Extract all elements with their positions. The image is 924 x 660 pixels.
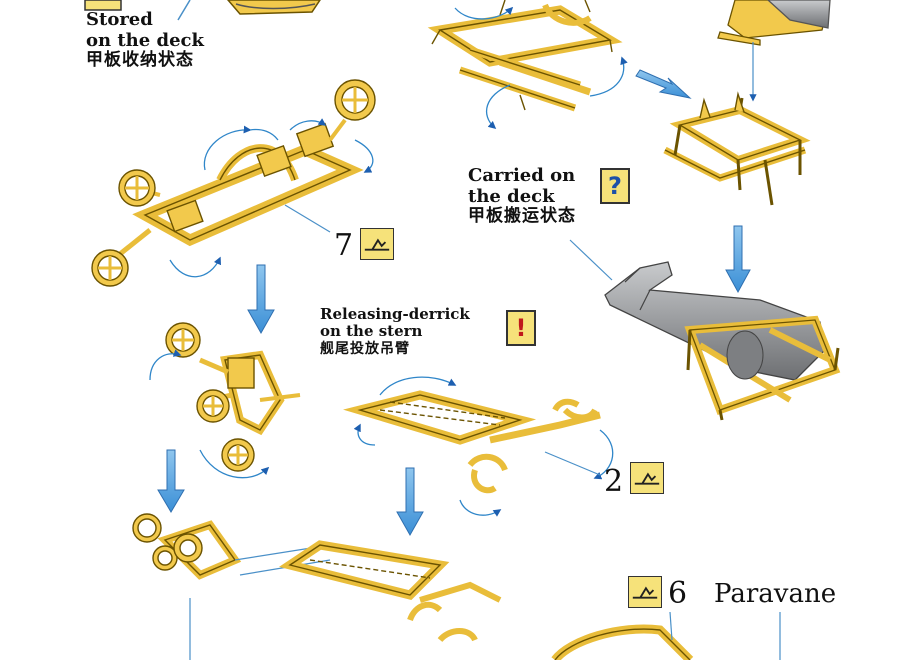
flow-arrow — [247, 264, 275, 335]
flow-arrow — [635, 69, 692, 99]
rotate-arrow — [249, 128, 279, 141]
carried-label: Carried on the deck 甲板搬运状态 — [468, 165, 576, 227]
flow-arrow — [396, 467, 424, 537]
fold-icon — [628, 576, 662, 608]
stored-label-zh: 甲板收纳状态 — [86, 50, 194, 71]
exclamation-mark: ! — [515, 314, 527, 342]
leader-line — [544, 451, 601, 476]
empty-cradle-part — [663, 91, 811, 206]
rotate-arrow — [149, 349, 182, 381]
question-mark: ? — [608, 172, 622, 200]
paravane-part — [551, 624, 694, 660]
step-number-2: 2 — [604, 464, 624, 499]
deck-rack-part — [427, 0, 623, 112]
bomb-cradle-part — [604, 261, 841, 421]
wheel — [132, 513, 203, 571]
releasing-label-line2: on the stern — [320, 322, 423, 341]
leader-line — [284, 204, 331, 233]
rotate-arrow — [454, 6, 514, 20]
releasing-label-zh: 舰尾投放吊臂 — [320, 340, 410, 357]
exclamation-badge-icon: ! — [506, 310, 536, 346]
step-number-6: 6 — [668, 576, 688, 611]
rotate-arrow — [486, 84, 511, 130]
fold-icon — [360, 228, 394, 260]
wheel-frame-part — [108, 118, 364, 264]
rotate-arrow — [379, 376, 457, 396]
rotate-arrow — [199, 449, 270, 479]
rotate-arrow — [589, 56, 628, 97]
leader-line — [569, 239, 613, 281]
rotate-arrow — [169, 256, 221, 278]
stored-frame-part — [84, 0, 321, 21]
step-number-7: 7 — [334, 228, 354, 263]
rotate-arrow — [353, 423, 376, 446]
folded-frame-part — [199, 350, 301, 436]
rotate-arrow — [354, 139, 374, 173]
carried-label-line1: Carried on — [468, 165, 576, 186]
wheel — [165, 322, 255, 472]
rotate-arrow — [593, 429, 614, 480]
stored-label-line2: on the deck — [86, 29, 204, 51]
stored-label-line1: Stored — [86, 9, 153, 30]
cradle-top-part — [717, 0, 831, 46]
paravane-label: Paravane — [714, 579, 837, 609]
rotate-arrow — [289, 118, 327, 131]
question-badge-icon: ? — [600, 168, 630, 204]
stored-label: Stored on the deck 甲板收纳状态 — [86, 9, 204, 71]
flow-arrow — [725, 225, 751, 294]
combined-assembly-part — [157, 520, 502, 643]
rotate-arrow — [459, 499, 502, 517]
flow-arrow — [157, 449, 185, 513]
carried-label-zh: 甲板搬运状态 — [468, 206, 576, 227]
releasing-label-line1: Releasing-derrick — [320, 305, 470, 323]
releasing-derrick-part — [343, 390, 601, 494]
wheel — [91, 79, 376, 287]
carried-label-line2: the deck — [468, 185, 555, 207]
fold-icon — [630, 462, 664, 494]
rotate-arrow — [203, 125, 252, 171]
leader-line — [669, 611, 673, 641]
releasing-label: Releasing-derrick on the stern 舰尾投放吊臂 — [320, 305, 470, 357]
